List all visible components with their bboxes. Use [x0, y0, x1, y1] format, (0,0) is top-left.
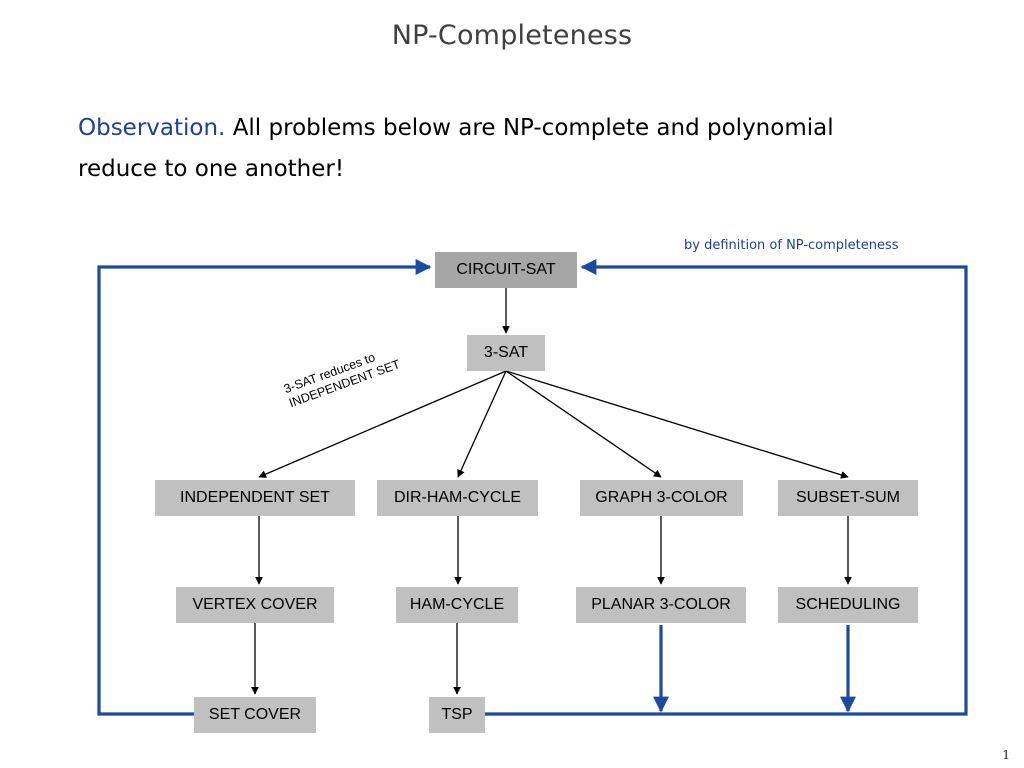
observation-lead: Observation.: [78, 115, 226, 141]
observation-text: Observation. All problems below are NP-c…: [78, 108, 908, 190]
node-dir-ham-cycle[interactable]: DIR-HAM-CYCLE: [377, 480, 538, 516]
page-title: NP-Completeness: [391, 20, 633, 51]
node-3-sat[interactable]: 3-SAT: [467, 335, 545, 371]
node-subset-sum[interactable]: SUBSET-SUM: [778, 480, 918, 516]
node-scheduling[interactable]: SCHEDULING: [778, 587, 918, 623]
node-set-cover[interactable]: SET COVER: [194, 697, 316, 733]
node-independent-set[interactable]: INDEPENDENT SET: [155, 480, 355, 516]
reduction-label: 3-SAT reduces to INDEPENDENT SET: [282, 335, 424, 411]
definition-annotation: by definition of NP-completeness: [684, 238, 899, 253]
page-number: 1: [1002, 748, 1010, 762]
node-graph-3-color[interactable]: GRAPH 3-COLOR: [580, 480, 743, 516]
edge-3-sat-to-dir-ham-cycle: [457, 370, 507, 478]
edge-3-sat-to-subset-sum: [505, 370, 849, 479]
observation-body: All problems below are NP-complete and p…: [78, 115, 834, 182]
node-planar-3-color[interactable]: PLANAR 3-COLOR: [576, 587, 746, 623]
node-ham-cycle[interactable]: HAM-CYCLE: [396, 587, 518, 623]
node-circuit-sat[interactable]: CIRCUIT-SAT: [435, 252, 577, 288]
node-tsp[interactable]: TSP: [429, 697, 485, 733]
node-vertex-cover[interactable]: VERTEX COVER: [176, 587, 334, 623]
edge-3-sat-to-graph-3-color: [505, 370, 662, 478]
